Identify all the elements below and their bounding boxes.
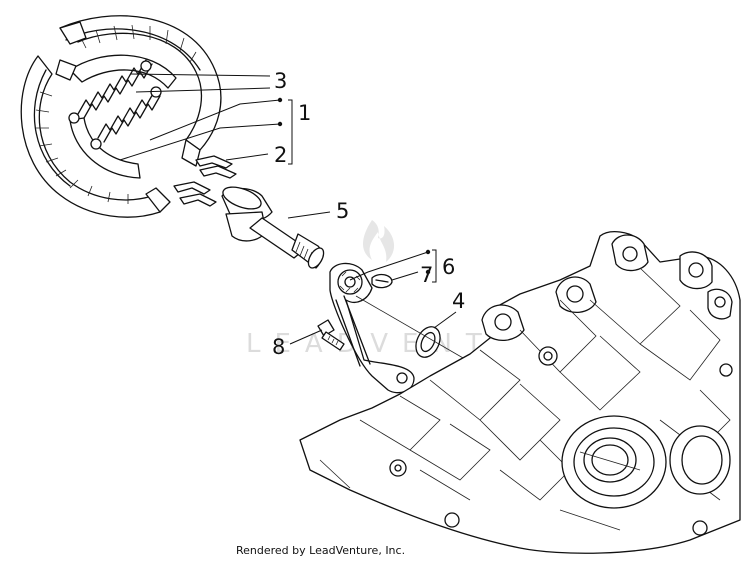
callout-5: 5	[336, 199, 349, 223]
bearing-bore	[561, 415, 667, 509]
axis-line	[355, 295, 471, 363]
callout-6: 6	[442, 255, 455, 279]
spring-upper	[68, 59, 153, 124]
spring-clip	[371, 273, 393, 289]
engine-crankcase	[299, 230, 741, 554]
callout-4: 4	[452, 289, 465, 313]
spring-lower	[90, 86, 162, 150]
render-credit: Rendered by LeadVenture, Inc.	[236, 544, 405, 557]
callout-3: 3	[274, 69, 287, 93]
callout-1: 1	[298, 101, 311, 125]
brake-clips	[173, 155, 237, 207]
brake-shoes	[20, 15, 222, 218]
brake-cam-shaft	[221, 186, 325, 269]
secondary-bore	[669, 425, 731, 495]
callout-7: 7	[420, 263, 433, 287]
callouts: 3 1 2 5 6 7 4 8	[272, 69, 465, 359]
brake-lever	[329, 262, 415, 394]
callout-2: 2	[274, 143, 287, 167]
callout-8: 8	[272, 335, 285, 359]
leader-lines	[119, 73, 457, 345]
bolt	[317, 319, 345, 351]
